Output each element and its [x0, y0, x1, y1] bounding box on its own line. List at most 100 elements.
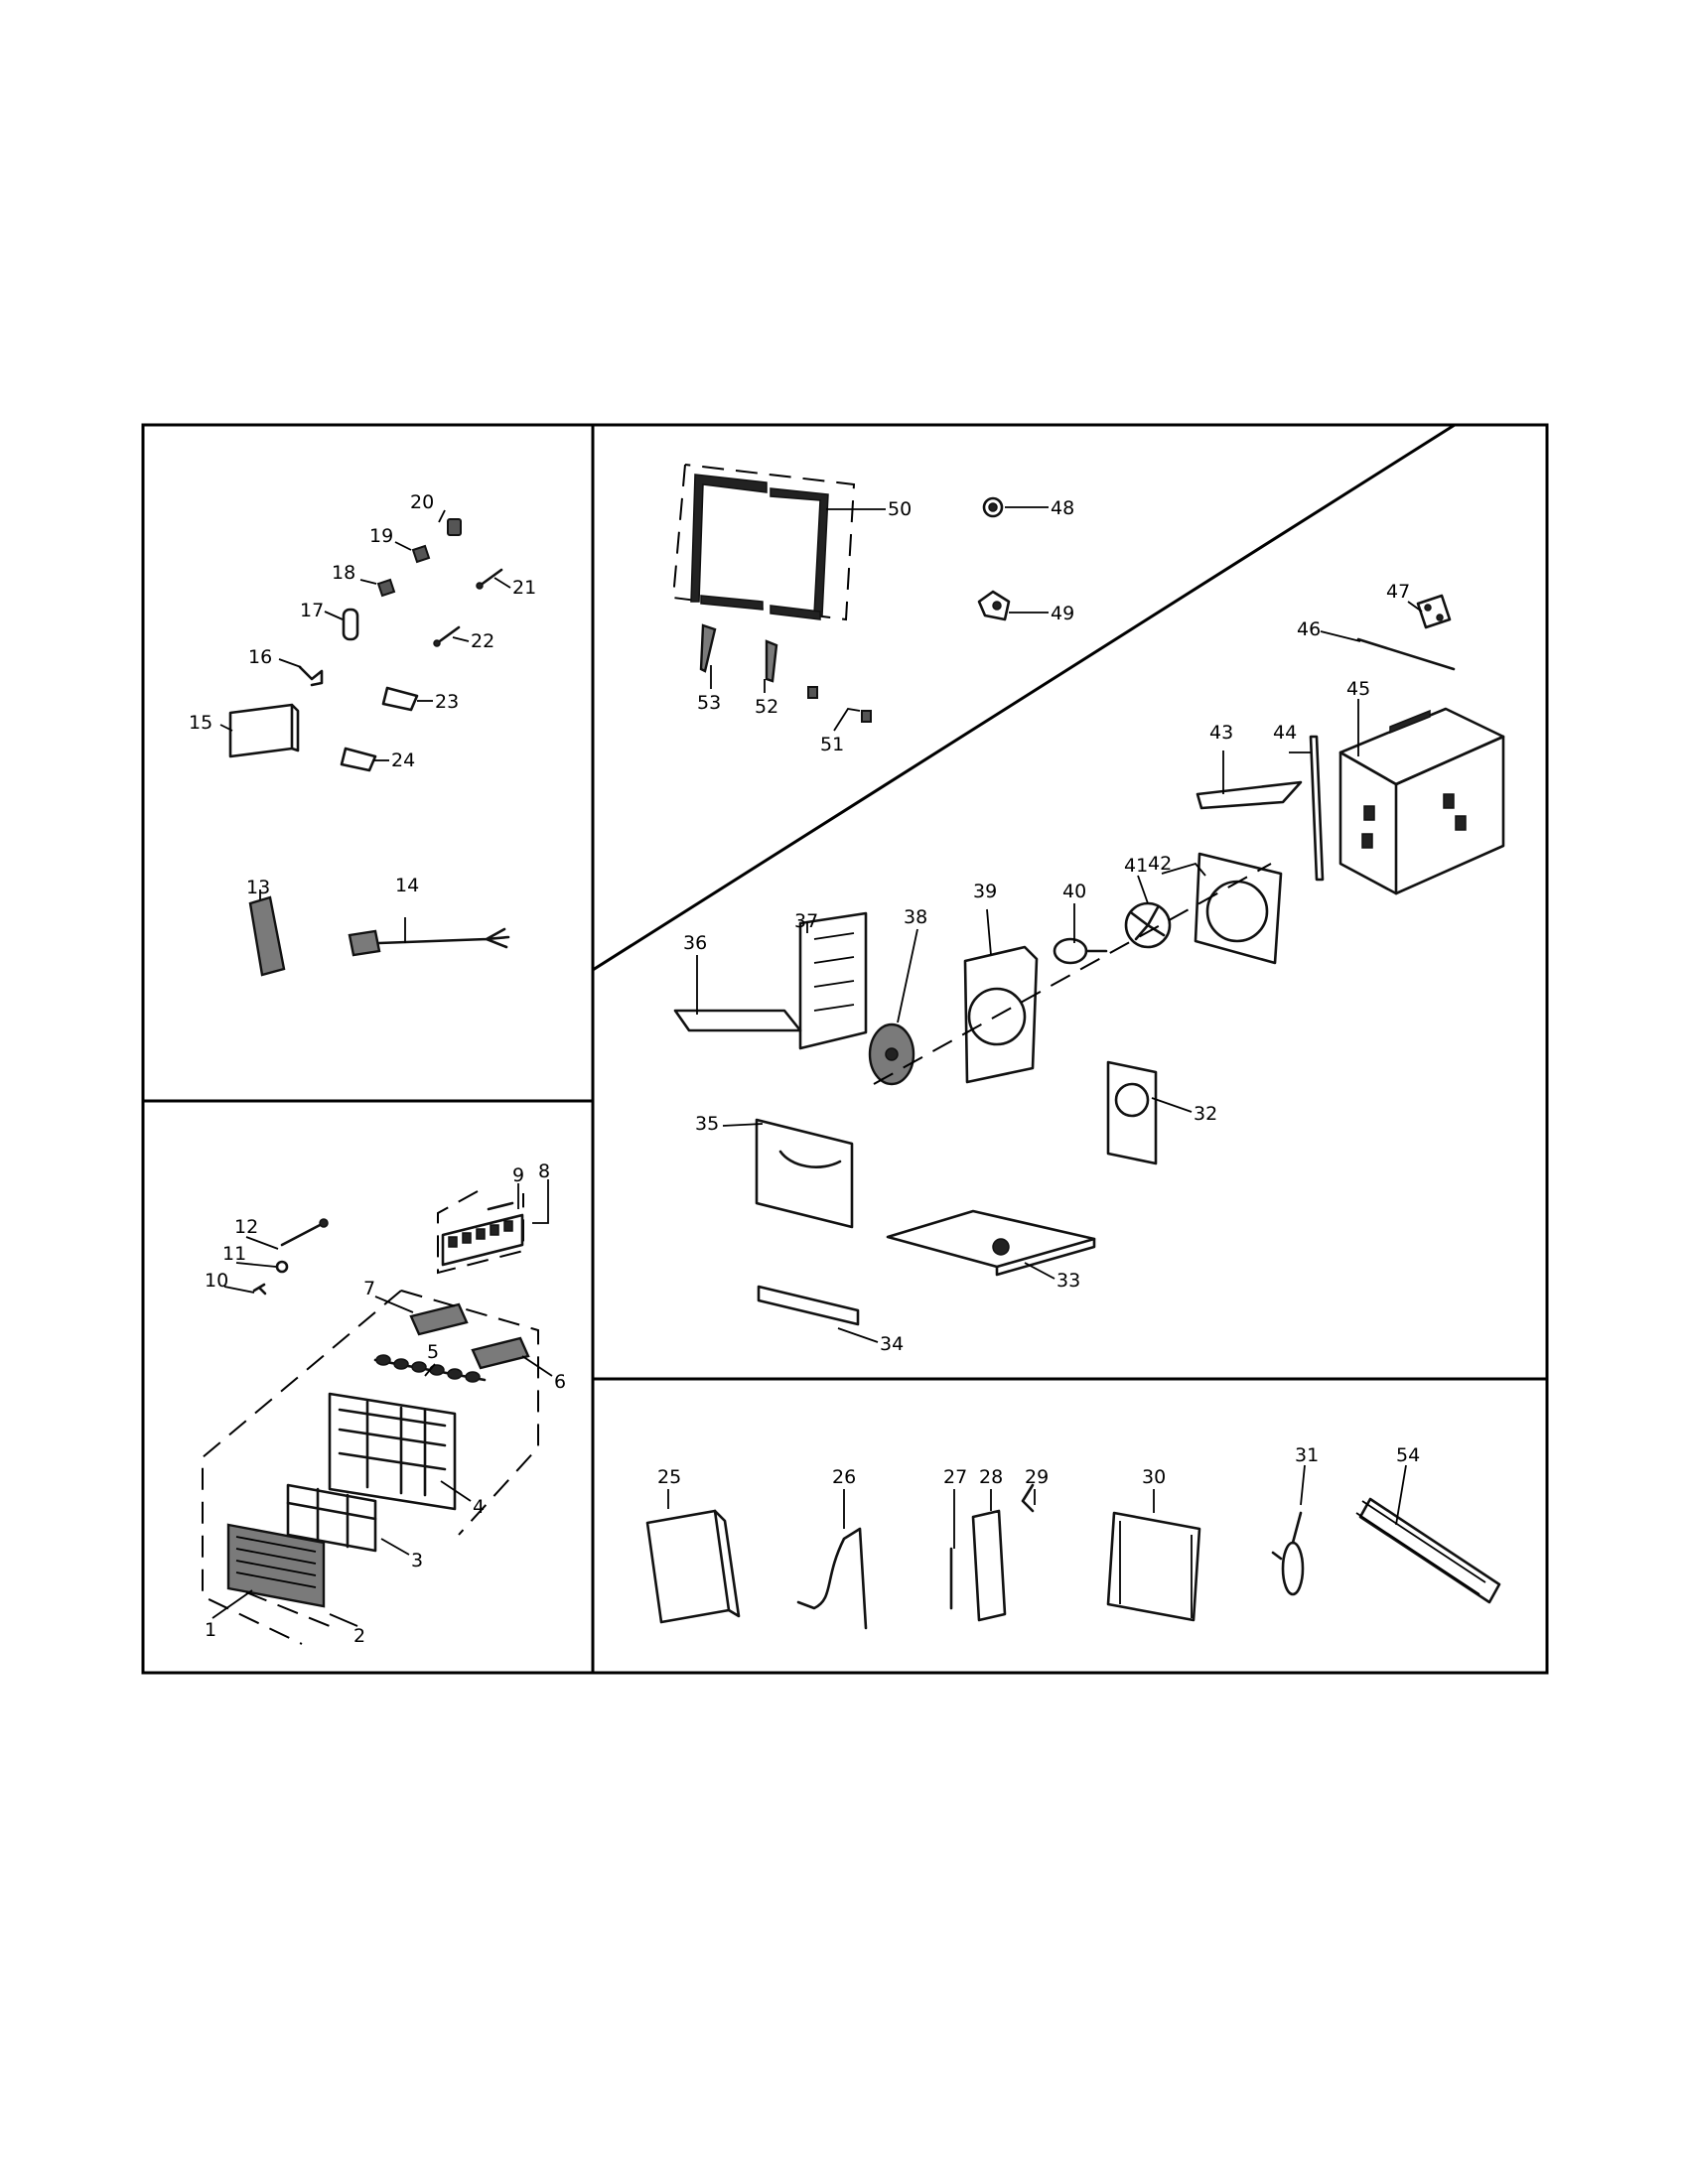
- callout-17: 17: [300, 600, 324, 621]
- panel-refrigeration: [645, 1483, 1501, 1630]
- part-23-pcb: [381, 686, 419, 712]
- part-50-curtain-right-b: [770, 605, 821, 620]
- callout-42: 42: [1148, 853, 1172, 875]
- callout-31: 31: [1295, 1444, 1319, 1466]
- part-30-condenser-sides: [1119, 1521, 1193, 1618]
- diagonal-divider: [592, 423, 1456, 972]
- part-12-screw-head: [319, 1218, 329, 1228]
- callout-18: 18: [332, 562, 355, 584]
- panel-window-kit: [671, 464, 1011, 723]
- part-16-capacitor-strap: [298, 665, 324, 687]
- callout-54: 54: [1396, 1444, 1420, 1466]
- part-26-capillary: [796, 1527, 868, 1630]
- callout-20: 20: [410, 491, 434, 513]
- part-8-control-panel: [441, 1213, 524, 1267]
- callout-41: 41: [1124, 855, 1148, 877]
- callout-53: 53: [697, 692, 721, 714]
- part-53-support: [699, 623, 717, 673]
- callout-43: 43: [1209, 722, 1233, 744]
- part-15-control-box: [228, 703, 300, 758]
- callout-21: 21: [512, 577, 536, 599]
- part-36-base-pan-rail: [673, 1009, 802, 1032]
- callout-2: 2: [353, 1625, 365, 1647]
- part-4-front-panel-grid: [338, 1400, 447, 1497]
- part-4-front-panel: [328, 1392, 457, 1511]
- outer-frame: [141, 423, 1549, 1675]
- part-30-condenser: [1106, 1511, 1201, 1622]
- part-31-accumulator: [1281, 1541, 1305, 1596]
- part-49-hole: [992, 601, 1002, 611]
- callout-24: 24: [391, 750, 415, 771]
- part-13-remote-control: [248, 895, 286, 977]
- leader-lines: [211, 506, 1423, 1627]
- callout-48: 48: [1051, 497, 1074, 519]
- part-5-vane-c: [411, 1361, 427, 1373]
- part-28-compressor: [971, 1509, 1007, 1622]
- part-50-group: [671, 464, 856, 621]
- callout-37: 37: [794, 910, 818, 932]
- part-14-power-cord: [377, 927, 510, 949]
- part-33-base-pan-edge: [995, 1237, 1096, 1277]
- callout-14: 14: [395, 875, 419, 896]
- part-50-curtain-left-a: [690, 474, 768, 603]
- part-7-louver: [409, 1302, 469, 1336]
- part-32-fan-shroud: [1106, 1060, 1158, 1165]
- part-21-sensor-tip: [476, 582, 484, 590]
- callout-11: 11: [222, 1243, 246, 1265]
- callout-22: 22: [471, 630, 494, 652]
- part-44-seal: [1309, 735, 1325, 882]
- part-33-base-pan: [886, 1209, 1096, 1269]
- callout-3: 3: [411, 1550, 423, 1571]
- part-51-clip-a: [807, 686, 818, 699]
- part-14-plug: [348, 929, 381, 957]
- part-45-louvers: [1361, 793, 1467, 849]
- part-18-relay: [376, 578, 396, 598]
- part-47-bracket: [1416, 594, 1452, 629]
- part-25-evaporator-side: [713, 1509, 741, 1618]
- part-12-screw: [280, 1221, 326, 1247]
- callout-40: 40: [1062, 881, 1086, 902]
- callout-15: 15: [189, 712, 212, 734]
- callout-36: 36: [683, 932, 707, 954]
- part-27-29-piping: [949, 1483, 1035, 1610]
- part-40-motor: [1053, 937, 1088, 965]
- callout-33: 33: [1056, 1270, 1080, 1292]
- part-32-ring: [1114, 1082, 1150, 1118]
- callout-32: 32: [1194, 1103, 1217, 1125]
- part-52-support: [765, 639, 778, 683]
- callout-38: 38: [904, 906, 927, 928]
- callout-8: 8: [538, 1160, 550, 1182]
- part-3-filter-grid: [286, 1487, 377, 1549]
- part-45-cabinet-side: [1394, 735, 1505, 895]
- part-35-opening: [778, 1150, 842, 1168]
- part-21-sensor: [478, 568, 503, 588]
- part-39-scroll: [967, 987, 1027, 1046]
- callout-12: 12: [234, 1216, 258, 1238]
- part-50-curtain-left-b: [700, 595, 764, 611]
- callout-34: 34: [880, 1333, 904, 1355]
- callout-35: 35: [695, 1113, 719, 1135]
- callout-25: 25: [657, 1466, 681, 1488]
- callout-44: 44: [1273, 722, 1297, 744]
- panel-controls: [228, 518, 510, 977]
- callout-6: 6: [554, 1371, 566, 1393]
- part-5-vane-a: [375, 1354, 391, 1366]
- part-1-bracket-line: [245, 1591, 331, 1627]
- part-2-grille-slats: [235, 1536, 317, 1588]
- part-5-vane-b: [393, 1358, 409, 1370]
- callout-27: 27: [943, 1466, 967, 1488]
- part-46-rail: [1356, 637, 1456, 671]
- part-43-top-cover: [1196, 780, 1303, 810]
- callout-10: 10: [205, 1270, 228, 1292]
- part-51-clip-b: [861, 710, 872, 723]
- callout-4: 4: [473, 1496, 485, 1518]
- callout-47: 47: [1386, 581, 1410, 603]
- part-49-bracket: [977, 590, 1011, 621]
- part-3-filter: [286, 1483, 377, 1553]
- panel-front: [202, 1190, 539, 1645]
- part-35-frame: [755, 1118, 854, 1229]
- part-45-vent: [1389, 709, 1431, 735]
- part-22-wire: [435, 625, 461, 645]
- panel-chassis: [673, 594, 1505, 1326]
